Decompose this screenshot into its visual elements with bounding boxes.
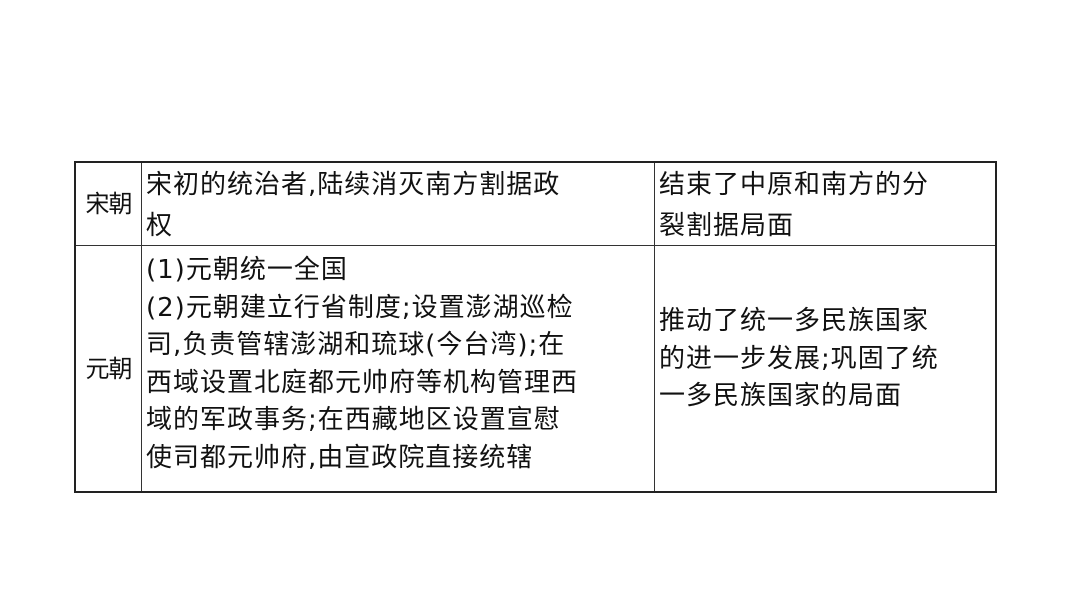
significance-line: 一多民族国家的局面	[659, 381, 903, 412]
content-line: 西域设置北庭都元帅府等机构管理西	[146, 367, 579, 398]
table-row-song: 宋朝 宋初的统治者,陆续消灭南方割据政 权 结束了中原和南方的分 裂割据局面	[76, 163, 995, 246]
significance-line: 推动了统一多民族国家	[659, 306, 930, 337]
significance-line: 裂割据局面	[659, 211, 795, 241]
content-cell: (1)元朝统一全国 (2)元朝建立行省制度;设置澎湖巡检 司,负责管辖澎湖和琉球…	[142, 246, 655, 491]
content-cell: 宋初的统治者,陆续消灭南方割据政 权	[142, 163, 655, 245]
content-line: 权	[146, 211, 174, 241]
content-line: 域的军政事务;在西藏地区设置宣慰	[146, 405, 561, 435]
content-line: (2)元朝建立行省制度;设置澎湖巡检	[146, 292, 574, 323]
era-label: 宋朝	[85, 190, 133, 218]
content-line: 宋初的统治者,陆续消灭南方割据政	[146, 170, 561, 200]
era-cell: 宋朝	[76, 163, 142, 245]
table-row-yuan: 元朝 (1)元朝统一全国 (2)元朝建立行省制度;设置澎湖巡检 司,负责管辖澎湖…	[76, 246, 995, 491]
significance-cell: 推动了统一多民族国家 的进一步发展;巩固了统 一多民族国家的局面	[655, 246, 995, 491]
content-line: 使司都元帅府,由宣政院直接统辖	[146, 442, 534, 473]
significance-line: 结束了中原和南方的分	[659, 170, 930, 200]
content-line: 司,负责管辖澎湖和琉球(今台湾);在	[146, 330, 566, 360]
history-table: 宋朝 宋初的统治者,陆续消灭南方割据政 权 结束了中原和南方的分 裂割据局面 元…	[74, 161, 997, 493]
content-line: (1)元朝统一全国	[146, 255, 348, 285]
era-cell: 元朝	[76, 246, 142, 491]
era-label: 元朝	[85, 354, 133, 383]
significance-text: 推动了统一多民族国家 的进一步发展;巩固了统 一多民族国家的局面	[659, 303, 939, 416]
significance-line: 的进一步发展;巩固了统	[659, 343, 939, 374]
significance-cell: 结束了中原和南方的分 裂割据局面	[655, 163, 995, 245]
